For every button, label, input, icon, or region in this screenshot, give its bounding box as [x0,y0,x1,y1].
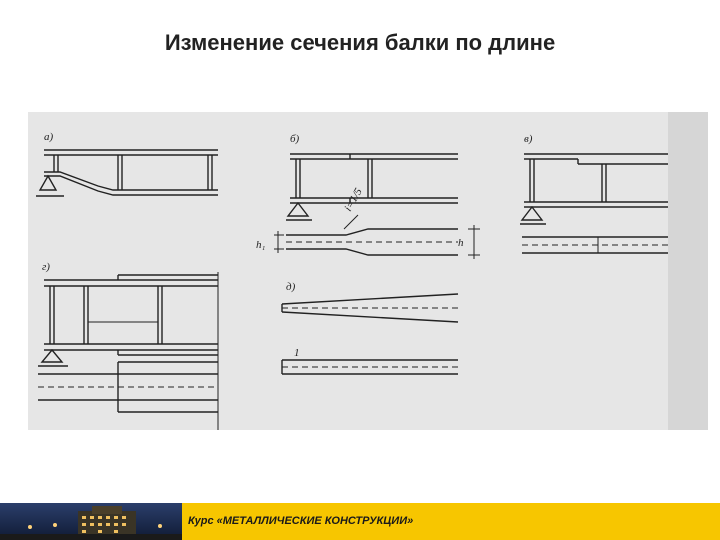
beam-section-figure: а) б) в) г) д) i=1/5 h₁ h 1 [28,112,708,430]
diagram-b [274,153,480,259]
course-caption: Курс «МЕТАЛЛИЧЕСКИЕ КОНСТРУКЦИИ» [188,515,414,527]
label-one: 1 [294,347,300,359]
label-a: а) [44,131,54,143]
diagram-v [520,153,668,254]
scan-shadow [668,112,708,430]
footer-building-photo [0,503,182,540]
label-b: б) [290,133,300,145]
diagram-d [281,293,459,375]
label-d: д) [286,281,296,293]
label-g: г) [42,261,50,273]
diagram-a [36,149,218,197]
footer-bar: Курс «МЕТАЛЛИЧЕСКИЕ КОНСТРУКЦИИ» [0,503,720,540]
diagram-g [38,272,219,430]
footer-yellow-band [182,503,720,540]
label-h: h [458,237,464,249]
label-h1: h₁ [256,239,266,251]
slide-title: Изменение сечения балки по длине [164,30,556,55]
label-v: в) [524,133,533,145]
